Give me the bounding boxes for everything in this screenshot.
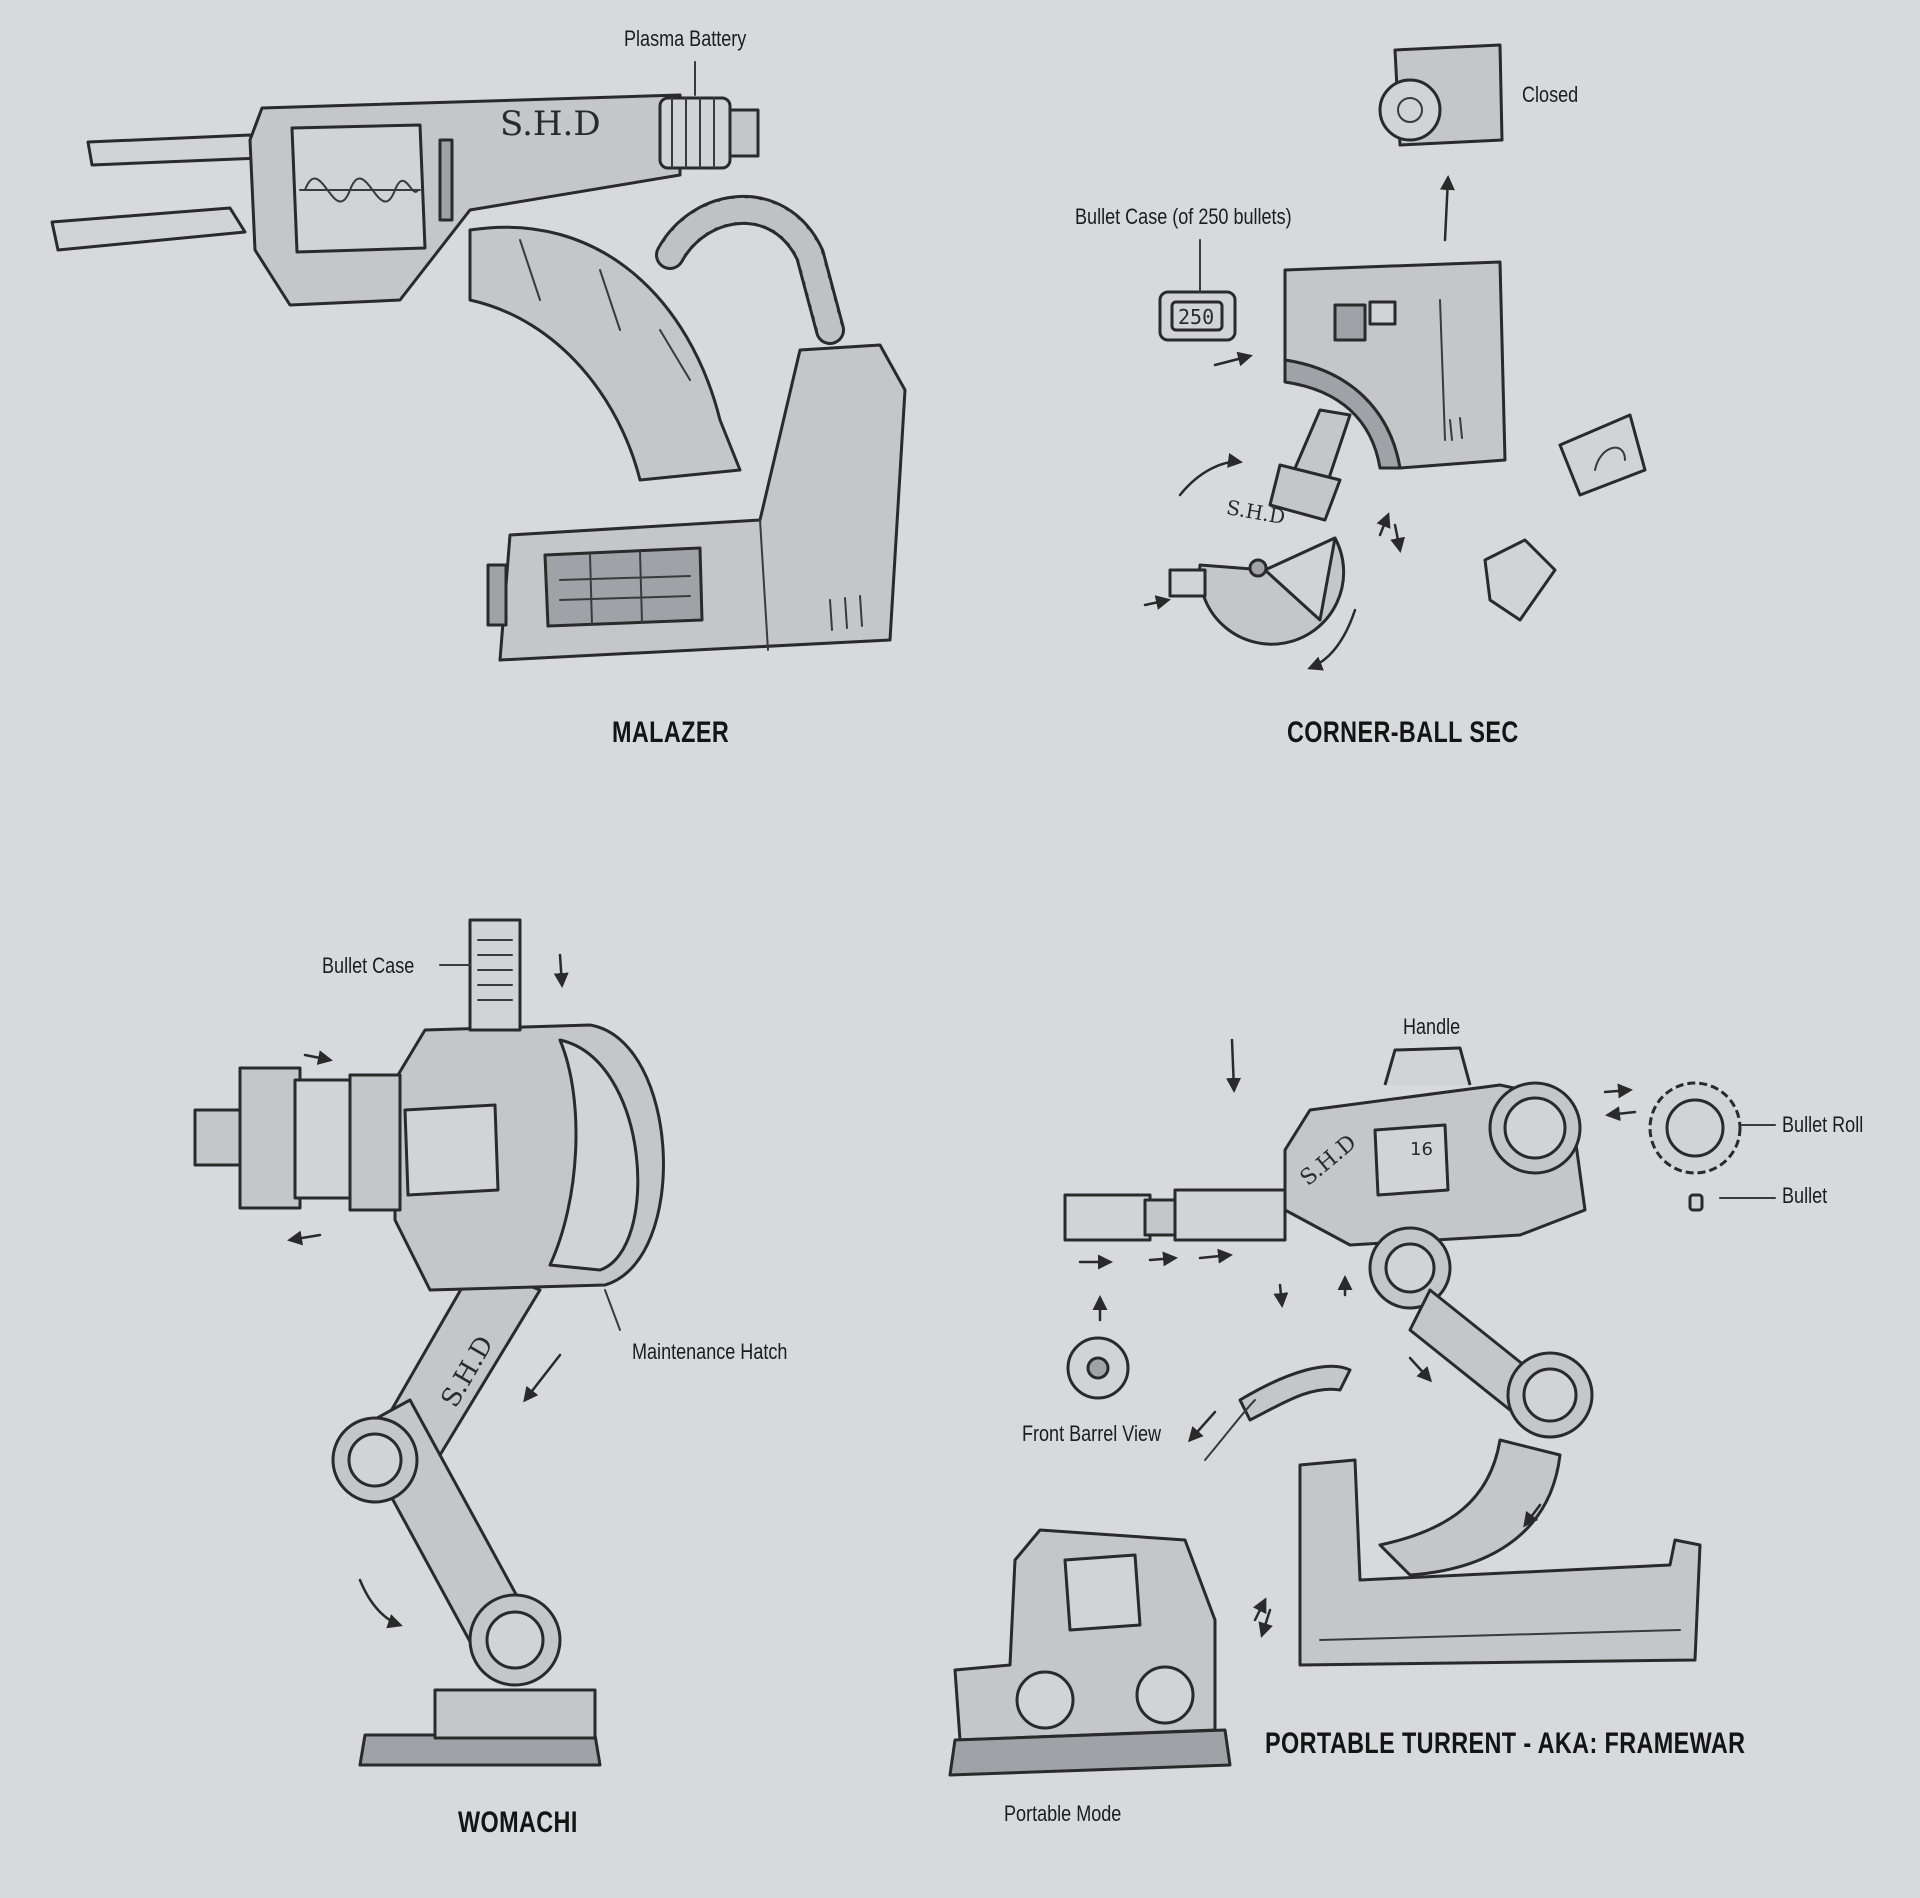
corner-ball-title: CORNER-BALL SEC: [1287, 716, 1519, 749]
handle-callout: Handle: [1403, 1014, 1461, 1039]
malazer-emblem: S.H.D: [500, 104, 601, 144]
bullet-case-250-callout: Bullet Case (of 250 bullets): [1075, 204, 1292, 229]
closed-callout: Closed: [1522, 82, 1579, 107]
front-barrel-view-callout: Front Barrel View: [1022, 1421, 1162, 1446]
framewar-title: PORTABLE TURRENT - AKA: FRAMEWAR: [1265, 1727, 1746, 1760]
framewar-drawing: 16 S.H.D: [948, 1038, 1776, 1777]
corner-ball-counter: 250: [1178, 305, 1214, 329]
womachi-bullet-case-callout: Bullet Case: [322, 953, 415, 978]
womachi-drawing: S.H.D: [193, 918, 665, 1767]
malazer-title: MALAZER: [612, 716, 730, 749]
malazer-drawing: S.H.D: [50, 61, 907, 662]
bullet-callout: Bullet: [1782, 1183, 1828, 1208]
maintenance-hatch-callout: Maintenance Hatch: [632, 1339, 788, 1364]
plasma-battery-callout: Plasma Battery: [624, 26, 747, 51]
bullet-roll-callout: Bullet Roll: [1782, 1112, 1864, 1137]
framewar-counter: 16: [1410, 1139, 1433, 1160]
corner-ball-drawing: 250 S.H.D: [1143, 43, 1647, 671]
womachi-title: WOMACHI: [458, 1806, 578, 1839]
portable-mode-callout: Portable Mode: [1004, 1801, 1122, 1826]
